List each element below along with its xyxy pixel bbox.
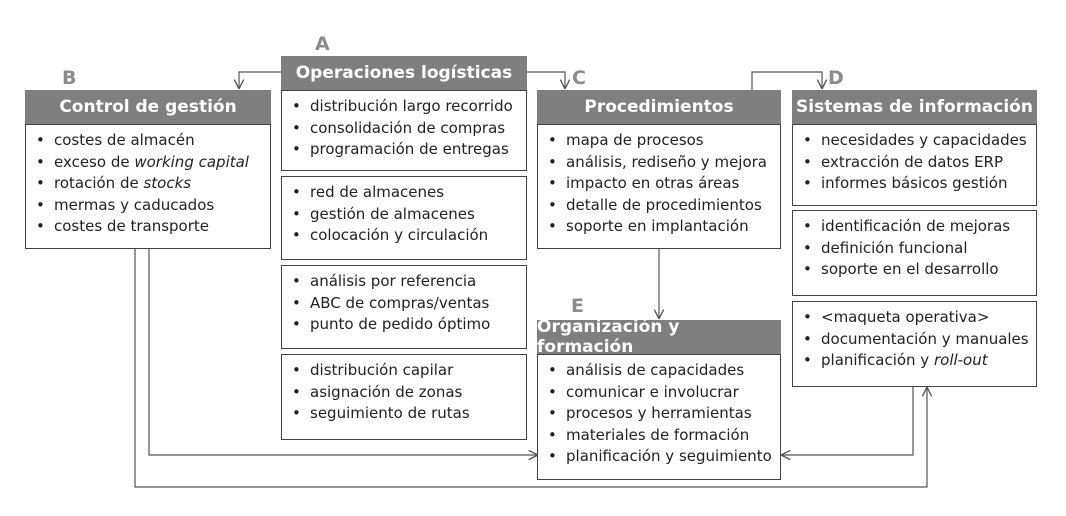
list-item: soporte en el desarrollo xyxy=(803,259,1030,281)
list-item: análisis de capacidades xyxy=(548,360,774,382)
list-item: análisis, rediseño y mejora xyxy=(548,152,774,174)
section-a-letter: A xyxy=(315,33,330,55)
list-item: procesos y herramientas xyxy=(548,403,774,425)
arrow-d-to-e xyxy=(782,387,914,455)
list-item: extracción de datos ERP xyxy=(803,152,1030,174)
operaciones-box-distribucion: distribución capilar asignación de zonas… xyxy=(281,354,527,440)
arrow-b-to-d xyxy=(134,249,927,488)
list-item: punto de pedido óptimo xyxy=(292,314,520,336)
operaciones-box-transporte: distribución largo recorrido consolidaci… xyxy=(281,90,527,171)
list-item: gestión de almacenes xyxy=(292,204,520,226)
list-item: distribución largo recorrido xyxy=(292,96,520,118)
list-item: identificación de mejoras xyxy=(803,216,1030,238)
arrow-a-to-c xyxy=(527,71,565,88)
list-item: mermas y caducados xyxy=(36,195,264,217)
sistemas-box-implantacion: <maqueta operativa> documentación y manu… xyxy=(792,301,1037,387)
arrow-a-to-b xyxy=(239,71,281,88)
organizacion-box: análisis de capacidades comunicar e invo… xyxy=(537,354,781,480)
list-item: <maqueta operativa> xyxy=(803,307,1030,329)
item-text: planificación y xyxy=(821,351,934,370)
section-b-letter: B xyxy=(62,67,77,89)
item-italic-text: stocks xyxy=(143,174,192,193)
list-item: análisis por referencia xyxy=(292,271,520,293)
list-item: costes de transporte xyxy=(36,216,264,238)
list-item: documentación y manuales xyxy=(803,329,1030,351)
list-item: exceso de working capital xyxy=(36,152,264,174)
section-c-letter: C xyxy=(572,67,586,89)
operaciones-box-almacenes: red de almacenes gestión de almacenes co… xyxy=(281,176,527,260)
list-item: definición funcional xyxy=(803,238,1030,260)
operaciones-logisticas-header: Operaciones logísticas xyxy=(281,56,527,90)
list-item: materiales de formación xyxy=(548,425,774,447)
procedimientos-box: mapa de procesos análisis, rediseño y me… xyxy=(537,124,781,249)
control-de-gestion-header: Control de gestión xyxy=(25,90,271,124)
item-italic-text: roll-out xyxy=(933,351,988,370)
list-item: asignación de zonas xyxy=(292,382,520,404)
list-item: distribución capilar xyxy=(292,360,520,382)
operaciones-box-referencias: análisis por referencia ABC de compras/v… xyxy=(281,265,527,349)
list-item: necesidades y capacidades xyxy=(803,130,1030,152)
list-item: programación de entregas xyxy=(292,139,520,161)
list-item: informes básicos gestión xyxy=(803,173,1030,195)
list-item: impacto en otras áreas xyxy=(548,173,774,195)
arrow-b-to-e xyxy=(148,249,537,455)
list-item: soporte en implantación xyxy=(548,216,774,238)
list-item: ABC de compras/ventas xyxy=(292,293,520,315)
section-d-letter: D xyxy=(828,67,844,89)
list-item: colocación y circulación xyxy=(292,225,520,247)
sistemas-box-datos: necesidades y capacidades extracción de … xyxy=(792,124,1037,206)
arrow-c-to-d xyxy=(751,71,822,90)
procedimientos-header: Procedimientos xyxy=(537,90,781,124)
list-item: planificación y roll-out xyxy=(803,350,1030,372)
organizacion-y-formacion-header: Organización y formación xyxy=(537,317,781,357)
list-item: consolidación de compras xyxy=(292,118,520,140)
list-item: detalle de procedimientos xyxy=(548,195,774,217)
list-item: rotación de stocks xyxy=(36,173,264,195)
item-text: exceso de xyxy=(54,152,135,171)
list-item: mapa de procesos xyxy=(548,130,774,152)
sistemas-box-mejoras: identificación de mejoras definición fun… xyxy=(792,210,1037,296)
list-item: comunicar e involucrar xyxy=(548,382,774,404)
list-item: red de almacenes xyxy=(292,182,520,204)
item-italic-text: working capital xyxy=(134,152,249,171)
sistemas-de-informacion-header: Sistemas de información xyxy=(792,90,1037,124)
list-item: planificación y seguimiento xyxy=(548,446,774,468)
section-e-letter: E xyxy=(571,295,584,317)
item-text: rotación de xyxy=(54,174,144,193)
list-item: costes de almacén xyxy=(36,130,264,152)
control-de-gestion-box: costes de almacén exceso de working capi… xyxy=(25,124,271,249)
list-item: seguimiento de rutas xyxy=(292,403,520,425)
